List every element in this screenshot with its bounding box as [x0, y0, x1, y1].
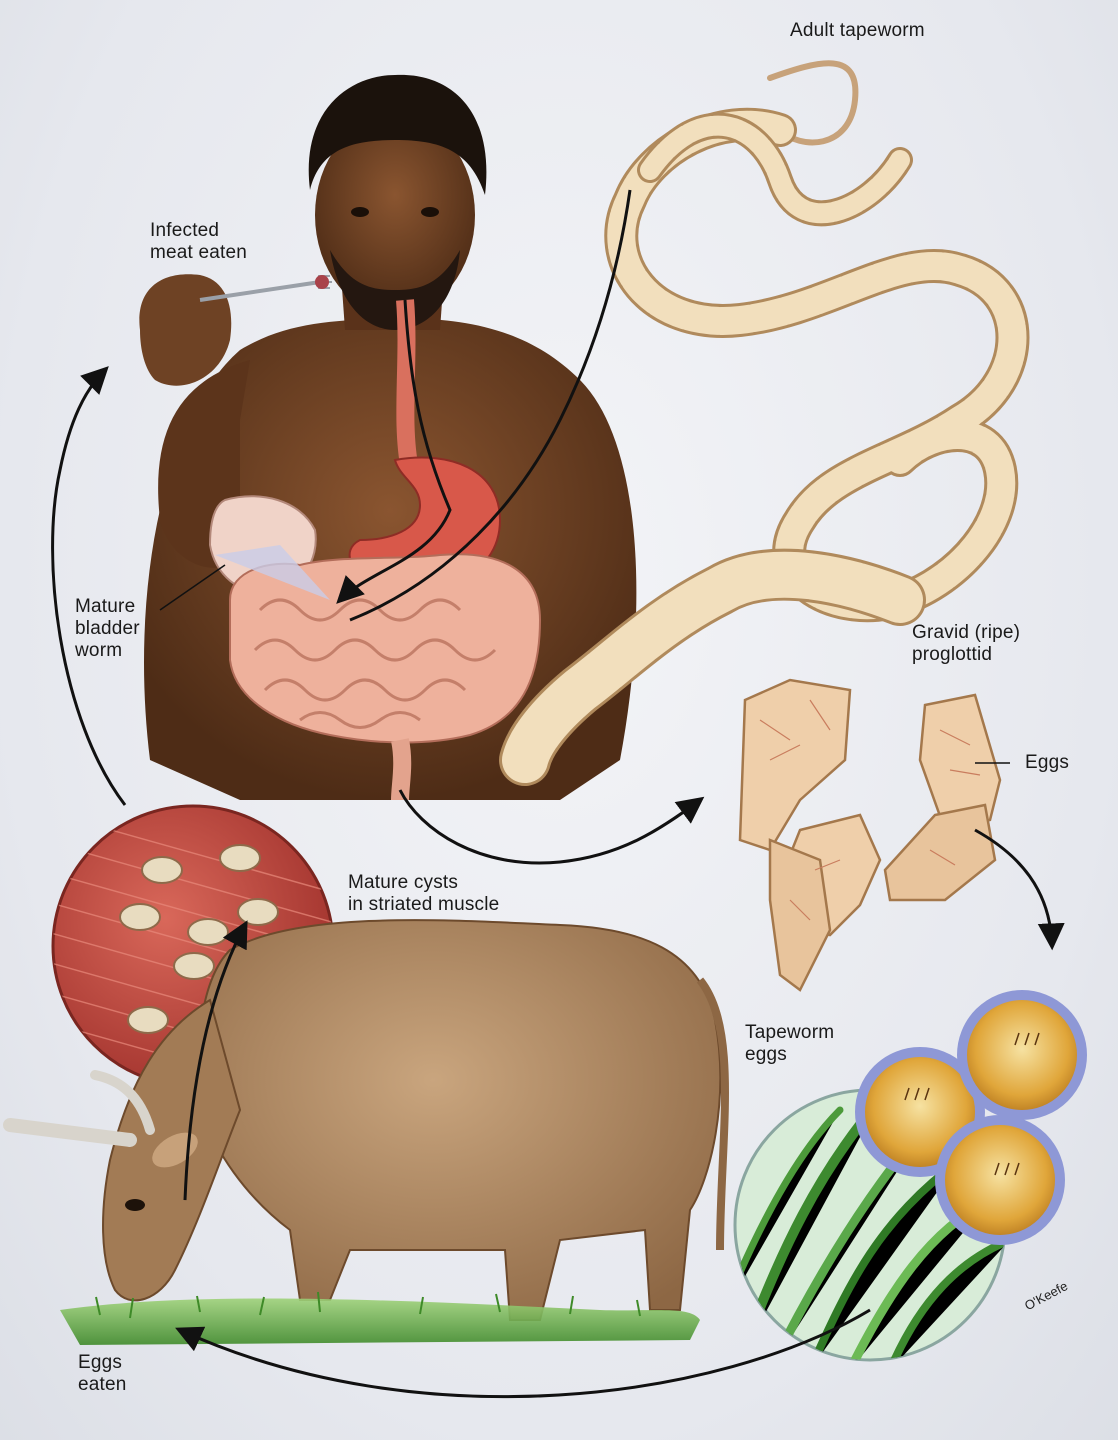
- label-tapeworm-eggs: Tapeworm eggs: [745, 1022, 834, 1066]
- label-eggs-eaten: Eggs eaten: [78, 1352, 127, 1396]
- gravid-proglottids: [740, 680, 1000, 990]
- arrow-muscle-to-meat: [53, 370, 125, 805]
- label-eggs: Eggs: [1025, 752, 1069, 774]
- label-proglottid: Gravid (ripe) proglottid: [912, 622, 1020, 666]
- label-bladder-worm: Mature bladder worm: [75, 596, 140, 662]
- label-infected-meat: Infected meat eaten: [150, 220, 247, 264]
- label-adult-tapeworm: Adult tapeworm: [790, 20, 925, 42]
- label-cysts: Mature cysts in striated muscle: [348, 872, 499, 916]
- arrow-gut-to-proglottid: [400, 790, 700, 863]
